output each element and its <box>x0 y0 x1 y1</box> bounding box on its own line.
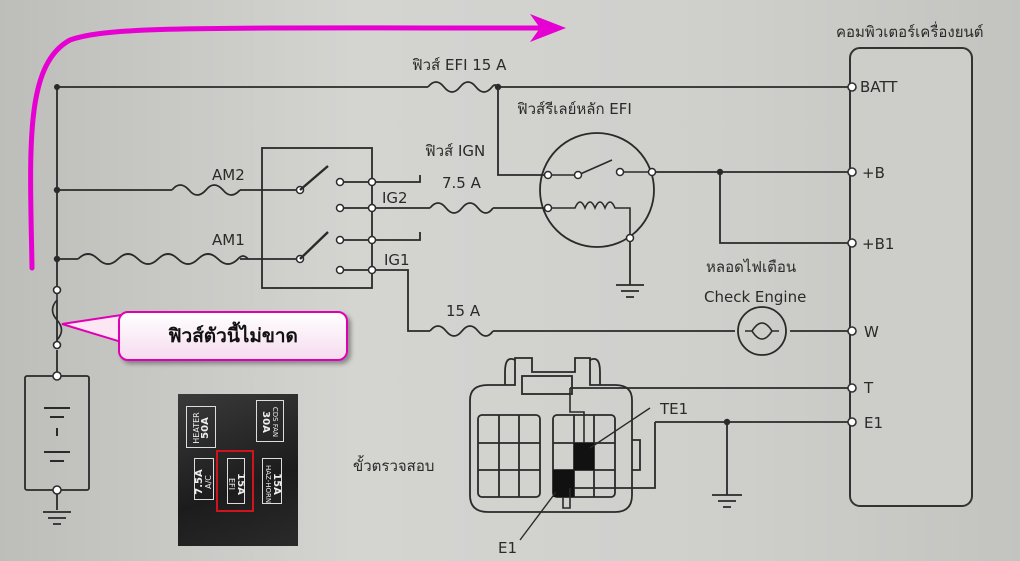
label-plus-b: +B <box>862 164 885 182</box>
ac-text: A/C <box>204 475 213 489</box>
terminal-plus-b <box>847 167 857 177</box>
terminal-e1 <box>847 417 857 427</box>
label-check-engine: Check Engine <box>704 288 806 306</box>
label-check-lamp-thai: หลอดไฟเตือน <box>706 258 796 276</box>
efi-main-relay <box>539 132 655 248</box>
label-test-connector: ขั้วตรวจสอบ <box>353 455 434 475</box>
label-plus-b1: +B1 <box>862 235 894 253</box>
relay-terminals <box>543 167 657 243</box>
label-am2: AM2 <box>212 166 245 184</box>
label-ign-amp: 7.5 A <box>442 174 482 192</box>
label-e1-bottom: E1 <box>498 539 517 557</box>
ecu-box <box>849 47 973 507</box>
efi-fuse <box>427 81 499 93</box>
efi-amp: 15A <box>235 473 246 495</box>
junctions <box>53 83 731 426</box>
e1-pin <box>553 470 574 497</box>
fuse-heater: HEATER 50A <box>186 406 216 448</box>
fuse-cds-fan: CDS FAN 30A <box>256 400 284 442</box>
switch-blade-2 <box>299 231 329 260</box>
label-ign-fuse: ฟิวส์ IGN <box>425 142 485 160</box>
cds-text: CDS FAN <box>271 406 279 438</box>
fuse-haz-horn: 15A HAZ-HORN <box>262 458 282 504</box>
terminal-w <box>847 326 857 336</box>
check-engine-lamp <box>737 306 787 356</box>
label-w: W <box>864 323 879 341</box>
haz-text: HAZ-HORN <box>264 464 272 504</box>
fuse-ac: 7.5A A/C <box>194 458 214 500</box>
label-t: T <box>863 379 874 397</box>
current-flow-arrow <box>28 25 543 271</box>
fusebox-photo: HEATER 50A CDS FAN 30A 7.5A A/C 15A EFI … <box>178 394 298 546</box>
label-ig2: IG2 <box>382 189 408 207</box>
ground-e1 <box>712 494 742 508</box>
label-efi-relay: ฟิวส์รีเลย์หลัก EFI <box>517 100 632 118</box>
heater-amp: 50A <box>200 417 211 439</box>
ig1-fuse <box>429 325 494 337</box>
cds-amp: 30A <box>260 411 271 433</box>
label-te1: TE1 <box>659 400 688 418</box>
label-efi-fuse: ฟิวส์ EFI 15 A <box>412 56 507 74</box>
ign-fuse <box>429 202 494 214</box>
ignition-switch <box>261 147 373 289</box>
callout-text: ฟิวส์ตัวนี้ไม่ขาด <box>168 325 298 347</box>
fuse-efi: 15A EFI <box>227 458 246 504</box>
relay-internals <box>548 159 652 238</box>
te1-pin <box>574 443 594 470</box>
arrow-head-icon <box>530 14 566 42</box>
battery <box>24 350 90 495</box>
ground-relay <box>616 284 644 298</box>
ac-amp: 7.5A <box>194 469 205 495</box>
label-ig1: IG1 <box>384 251 410 269</box>
label-batt: BATT <box>860 78 898 96</box>
terminal-plus-b1 <box>847 238 857 248</box>
terminal-t <box>847 383 857 393</box>
battery-fuse <box>51 285 63 350</box>
fuse-efi-highlight: 15A EFI <box>216 450 254 512</box>
wires <box>56 86 848 510</box>
label-am1: AM1 <box>212 231 245 249</box>
label-ig1-fuse: 15 A <box>446 302 481 320</box>
switch-blade-1 <box>299 165 329 191</box>
switch-contacts <box>295 177 377 275</box>
am1-fuse <box>77 253 249 265</box>
ground-battery <box>43 511 71 525</box>
terminal-batt <box>847 82 857 92</box>
label-e1: E1 <box>864 414 883 432</box>
am2-fuse <box>171 184 241 196</box>
efi-text: EFI <box>227 477 236 490</box>
haz-amp: 15A <box>271 473 282 495</box>
callout-box: ฟิวส์ตัวนี้ไม่ขาด <box>118 311 348 361</box>
ecu-title: คอมพิวเตอร์เครื่องยนต์ <box>836 21 984 41</box>
